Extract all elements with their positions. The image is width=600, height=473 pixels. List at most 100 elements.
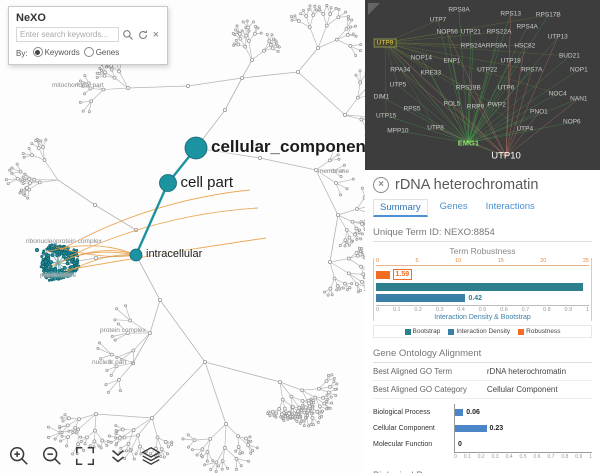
detail-tabs: Summary Genes Interactions — [373, 199, 592, 217]
legend-swatch-icon — [518, 328, 525, 335]
network-node-UTP7[interactable]: UTP7 — [429, 16, 447, 24]
detail-panel: × rDNA heterochromatin Summary Genes Inter… — [365, 170, 600, 473]
network-node-UTP22[interactable]: UTP22 — [477, 66, 498, 74]
network-node-UTP4[interactable]: UTP4 — [516, 125, 534, 133]
network-node-UTP13[interactable]: UTP13 — [547, 33, 568, 41]
network-node-RPS7A[interactable]: RPS7A — [521, 66, 543, 74]
go-bar-value: 0 — [458, 440, 462, 448]
search-input[interactable] — [16, 27, 119, 42]
radio-keywords[interactable]: Keywords — [32, 47, 80, 57]
go-bar — [455, 408, 464, 416]
go-alignment-header: Gene Ontology Alignment — [373, 345, 592, 363]
close-icon[interactable]: × — [373, 177, 389, 193]
network-node-KRE33[interactable]: KRE33 — [420, 69, 442, 77]
network-node-UTP8[interactable]: UTP8 — [427, 124, 444, 131]
tree-node-label-intracellular[interactable]: intracellular — [146, 248, 203, 261]
network-node-UTP5[interactable]: UTP5 — [389, 81, 407, 89]
interaction-density-value: 0.42 — [468, 294, 483, 302]
network-node-RPA34[interactable]: RPA34 — [390, 66, 411, 74]
network-node-RPS13[interactable]: RPS13 — [500, 10, 521, 18]
go-chart-row: Cellular Component 0.23 — [373, 420, 592, 436]
go-bar-value: 0.23 — [489, 424, 504, 432]
network-node-NOC4[interactable]: NOC4 — [548, 90, 567, 97]
legend-swatch-icon — [448, 328, 455, 335]
robustness-value: 1.59 — [392, 269, 413, 280]
network-node-NOP1[interactable]: NOP1 — [569, 66, 588, 74]
zoom-out-icon[interactable] — [41, 445, 63, 467]
network-node-UTP10[interactable]: UTP10 — [491, 150, 521, 162]
term-robustness-label: Term Robustness — [449, 246, 516, 256]
ontology-tree[interactable] — [0, 0, 365, 473]
tab-summary[interactable]: Summary — [373, 199, 428, 217]
network-node-RPS5[interactable]: RPS5 — [403, 105, 421, 113]
network-node-RPS22A[interactable]: RPS22A — [486, 28, 512, 36]
radio-genes[interactable]: Genes — [83, 47, 119, 57]
network-node-RPS17B[interactable]: RPS17B — [535, 11, 561, 19]
network-node-EMG1[interactable]: EMG1 — [457, 138, 480, 148]
refresh-icon[interactable] — [137, 29, 149, 41]
app-title: NeXO — [16, 12, 46, 24]
zoom-in-icon[interactable] — [8, 445, 30, 467]
network-node-ENP1[interactable]: ENP1 — [443, 57, 461, 65]
network-node-HSC82[interactable]: HSC82 — [514, 42, 536, 50]
network-node-UTP6[interactable]: UTP6 — [497, 84, 515, 92]
go-alignment-row: Best Aligned GO Term rDNA heterochromatin — [373, 363, 592, 381]
network-node-UTP9[interactable]: UTP9 — [373, 38, 397, 47]
unique-term-id: Unique Term ID: NEXO:8854 — [373, 224, 592, 242]
go-category-label: Biological Process — [373, 408, 431, 416]
network-node-UTP15[interactable]: UTP15 — [376, 112, 397, 120]
detail-title: rDNA heterochromatin — [395, 177, 539, 193]
fit-screen-icon[interactable] — [74, 445, 96, 467]
go-row-label: Best Aligned GO Term — [373, 367, 452, 376]
network-node-PWP2[interactable]: PWP2 — [487, 101, 506, 109]
clear-icon[interactable]: × — [152, 28, 159, 41]
go-category-label: Molecular Function — [373, 440, 433, 448]
network-node-NOP14[interactable]: NOP14 — [410, 54, 433, 62]
go-category-label: Cellular Component — [373, 424, 435, 432]
tab-interactions[interactable]: Interactions — [485, 201, 535, 212]
go-bar — [455, 424, 487, 432]
tree-node-label-cell-part[interactable]: cell part — [180, 173, 234, 191]
network-node-MPP10[interactable]: MPP10 — [387, 127, 409, 135]
network-node-RPS24A[interactable]: RPS24A — [460, 42, 486, 50]
network-node-NAN1[interactable]: NAN1 — [570, 95, 588, 103]
network-node-UTP18[interactable]: UTP18 — [500, 57, 521, 65]
network-node-BUD21[interactable]: BUD21 — [558, 52, 580, 60]
legend-robustness: Robustness — [518, 328, 561, 335]
tab-genes[interactable]: Genes — [439, 201, 468, 212]
legend-bootstrap: Bootstrap — [404, 328, 440, 335]
go-bar-value: 0.06 — [466, 408, 480, 416]
radio-icon[interactable] — [32, 47, 43, 57]
network-node-NOP6[interactable]: NOP6 — [562, 118, 581, 126]
network-node-POL5[interactable]: POL5 — [443, 100, 461, 108]
network-node-RRP9[interactable]: RRP9 — [466, 103, 485, 111]
zoom-controls — [8, 445, 162, 467]
biological-process-header: Biological Process — [373, 467, 592, 473]
collapse-all-icon[interactable] — [107, 445, 129, 467]
search-icon[interactable] — [122, 29, 134, 41]
tree-node-label-cellular_component[interactable]: cellular_component — [211, 137, 372, 157]
network-node-RPS4A[interactable]: RPS4A — [516, 23, 538, 31]
network-node-DIM1[interactable]: DIM1 — [373, 93, 390, 101]
by-label: By: — [16, 48, 28, 58]
network-node-PNO1[interactable]: PNO1 — [530, 108, 548, 116]
network-node-RPS9A[interactable]: RPS9A — [485, 42, 508, 50]
layers-icon[interactable] — [140, 445, 162, 467]
network-node-RPS8A[interactable]: RPS8A — [448, 6, 470, 14]
go-row-value: rDNA heterochromatin — [486, 367, 567, 376]
network-node-UTP21[interactable]: UTP21 — [460, 28, 481, 36]
radio-icon[interactable] — [83, 47, 94, 57]
network-node-NOP56[interactable]: NOP56 — [436, 28, 458, 36]
corner-handle-icon[interactable] — [368, 3, 380, 15]
network-node-RPS19B[interactable]: RPS19B — [455, 84, 481, 92]
